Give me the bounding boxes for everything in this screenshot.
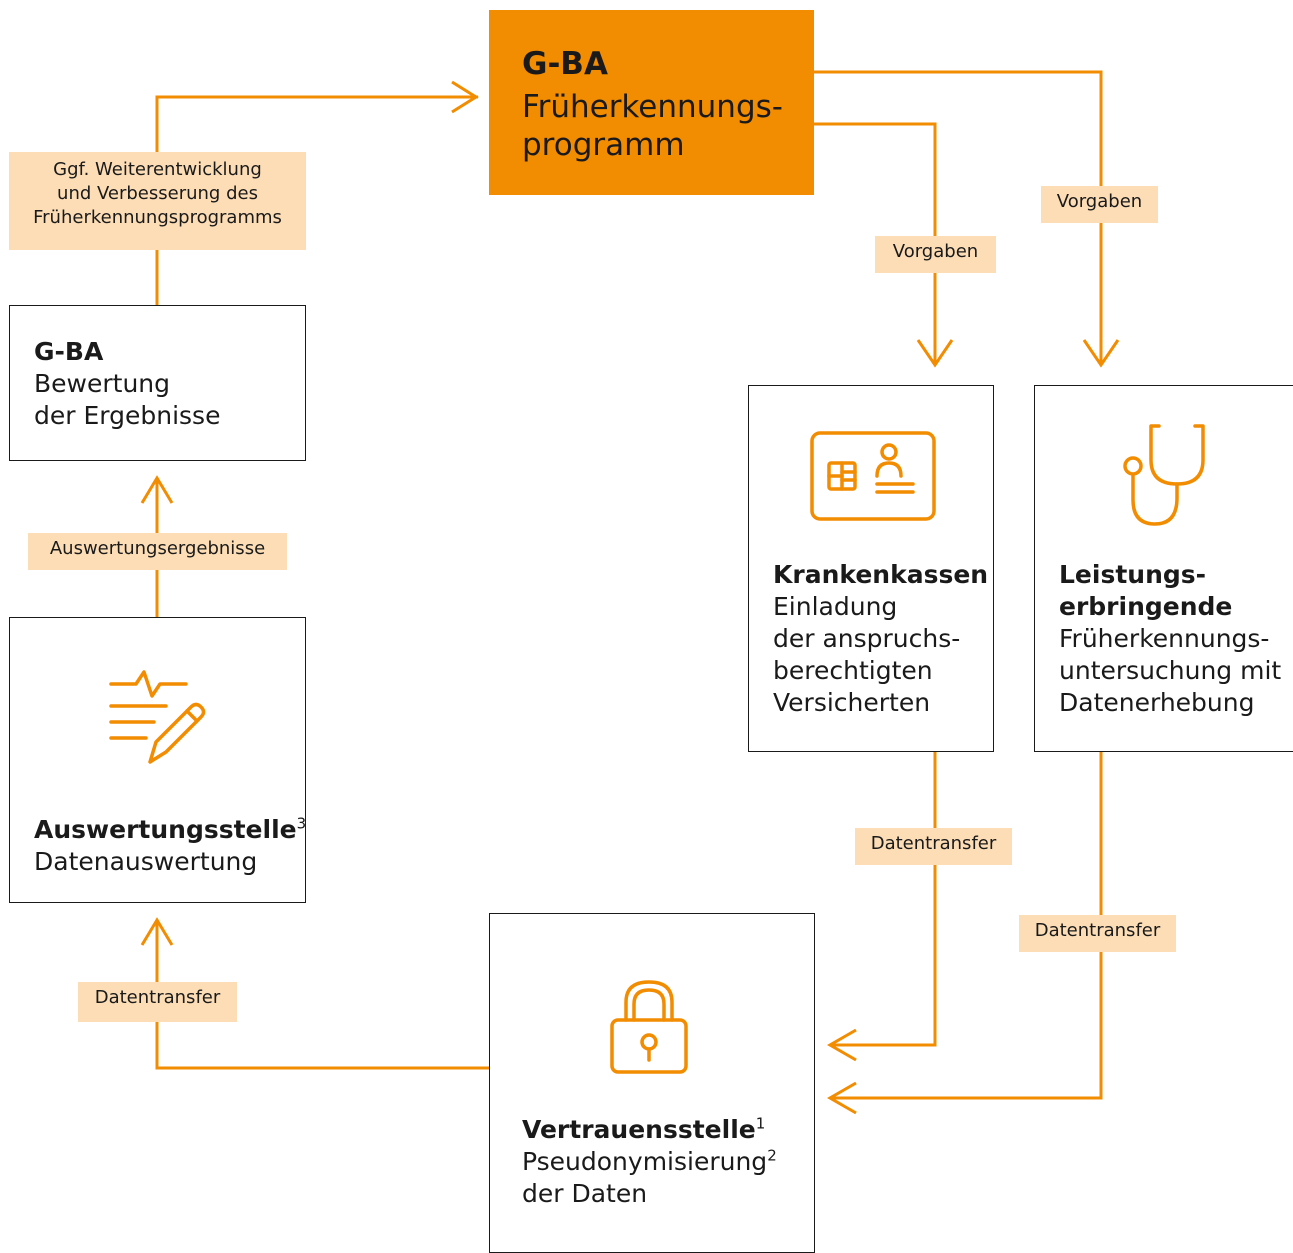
arrow-vertrauen-to-auswertung: [155, 920, 489, 1070]
auswertung-footnote: 3: [296, 814, 307, 833]
arrowhead-to-top-box: [451, 80, 479, 114]
arrow-to-leistung: [814, 70, 1103, 365]
leistung-line2: untersuchung mit: [1059, 656, 1282, 685]
gba-program-title: G-BA: [522, 46, 608, 82]
gba-program-line1: Früherkennungs-: [522, 89, 783, 125]
auswertung-line1: Datenauswertung: [34, 847, 258, 876]
leistung-title2: erbringende: [1059, 592, 1233, 621]
auswertung-title: Auswertungsstelle: [34, 815, 297, 844]
krankenkassen-box: Krankenkassen Einladung der anspruchs- b…: [748, 385, 994, 752]
gba-bewertung-box: G-BA Bewertung der Ergebnisse: [9, 305, 306, 461]
krankenkassen-line2: der anspruchs-: [773, 624, 961, 653]
tag-datentransfer-le: Datentransfer: [1019, 915, 1176, 952]
vertrauen-line1: Pseudonymisierung: [522, 1147, 768, 1176]
arrowhead-bewertung: [140, 475, 174, 504]
insurance-card-icon: [810, 431, 936, 521]
lock-icon: [610, 980, 688, 1074]
tag-vorgaben-right: Vorgaben: [1041, 186, 1158, 223]
tag-vorgaben-left: Vorgaben: [875, 236, 996, 273]
arrowhead-le-vertrauen: [826, 1081, 857, 1115]
vertrauen-line2: der Daten: [522, 1179, 648, 1208]
leistung-line3: Datenerhebung: [1059, 688, 1255, 717]
tag-weiterentwicklung-line1: Ggf. Weiterentwicklung: [53, 159, 262, 180]
arrowhead-auswertung: [140, 917, 174, 946]
arrow-to-krankenkassen: [814, 122, 937, 365]
tag-weiterentwicklung: Ggf. Weiterentwicklung und Verbesserung …: [9, 152, 306, 250]
tag-auswertungsergebnisse: Auswertungsergebnisse: [28, 533, 287, 570]
gba-program-line2: programm: [522, 127, 685, 163]
krankenkassen-title: Krankenkassen: [773, 560, 989, 589]
arrowhead-leistung: [1082, 339, 1120, 368]
gba-bewertung-line1: Bewertung: [34, 369, 170, 398]
vertrauensstelle-box: Vertrauensstelle1 Pseudonymisierung2 der…: [489, 913, 815, 1253]
leistungserbringende-box: Leistungs- erbringende Früherkennungs- u…: [1034, 385, 1293, 752]
gba-bewertung-line2: der Ergebnisse: [34, 401, 221, 430]
arrowhead-kk-vertrauen: [826, 1028, 857, 1062]
gba-program-box: G-BA Früherkennungs- programm: [489, 10, 814, 195]
leistung-title1: Leistungs-: [1059, 560, 1207, 589]
vertrauen-line1-footnote: 2: [767, 1146, 777, 1165]
tag-datentransfer-kk: Datentransfer: [855, 828, 1012, 865]
auswertungsstelle-box: Auswertungsstelle3 Datenauswertung: [9, 617, 306, 903]
leistung-line1: Früherkennungs-: [1059, 624, 1270, 653]
gba-bewertung-title: G-BA: [34, 337, 104, 366]
arrowhead-krankenkassen: [916, 339, 954, 368]
tag-weiterentwicklung-line2: und Verbesserung des: [57, 183, 258, 204]
krankenkassen-line4: Versicherten: [773, 688, 931, 717]
krankenkassen-line1: Einladung: [773, 592, 898, 621]
vertrauen-title: Vertrauensstelle: [522, 1115, 756, 1144]
krankenkassen-line3: berechtigten: [773, 656, 933, 685]
arrow-kk-to-vertrauen: [830, 751, 937, 1047]
stethoscope-icon: [1123, 424, 1205, 526]
gba-program-subtitle: Früherkennungs- programm: [522, 88, 783, 164]
arrow-le-to-vertrauen: [830, 751, 1103, 1100]
tag-datentransfer-left: Datentransfer: [78, 982, 237, 1022]
document-pen-pulse-icon: [109, 670, 206, 764]
tag-weiterentwicklung-line3: Früherkennungsprogramms: [33, 207, 282, 228]
vertrauen-footnote: 1: [755, 1114, 766, 1133]
